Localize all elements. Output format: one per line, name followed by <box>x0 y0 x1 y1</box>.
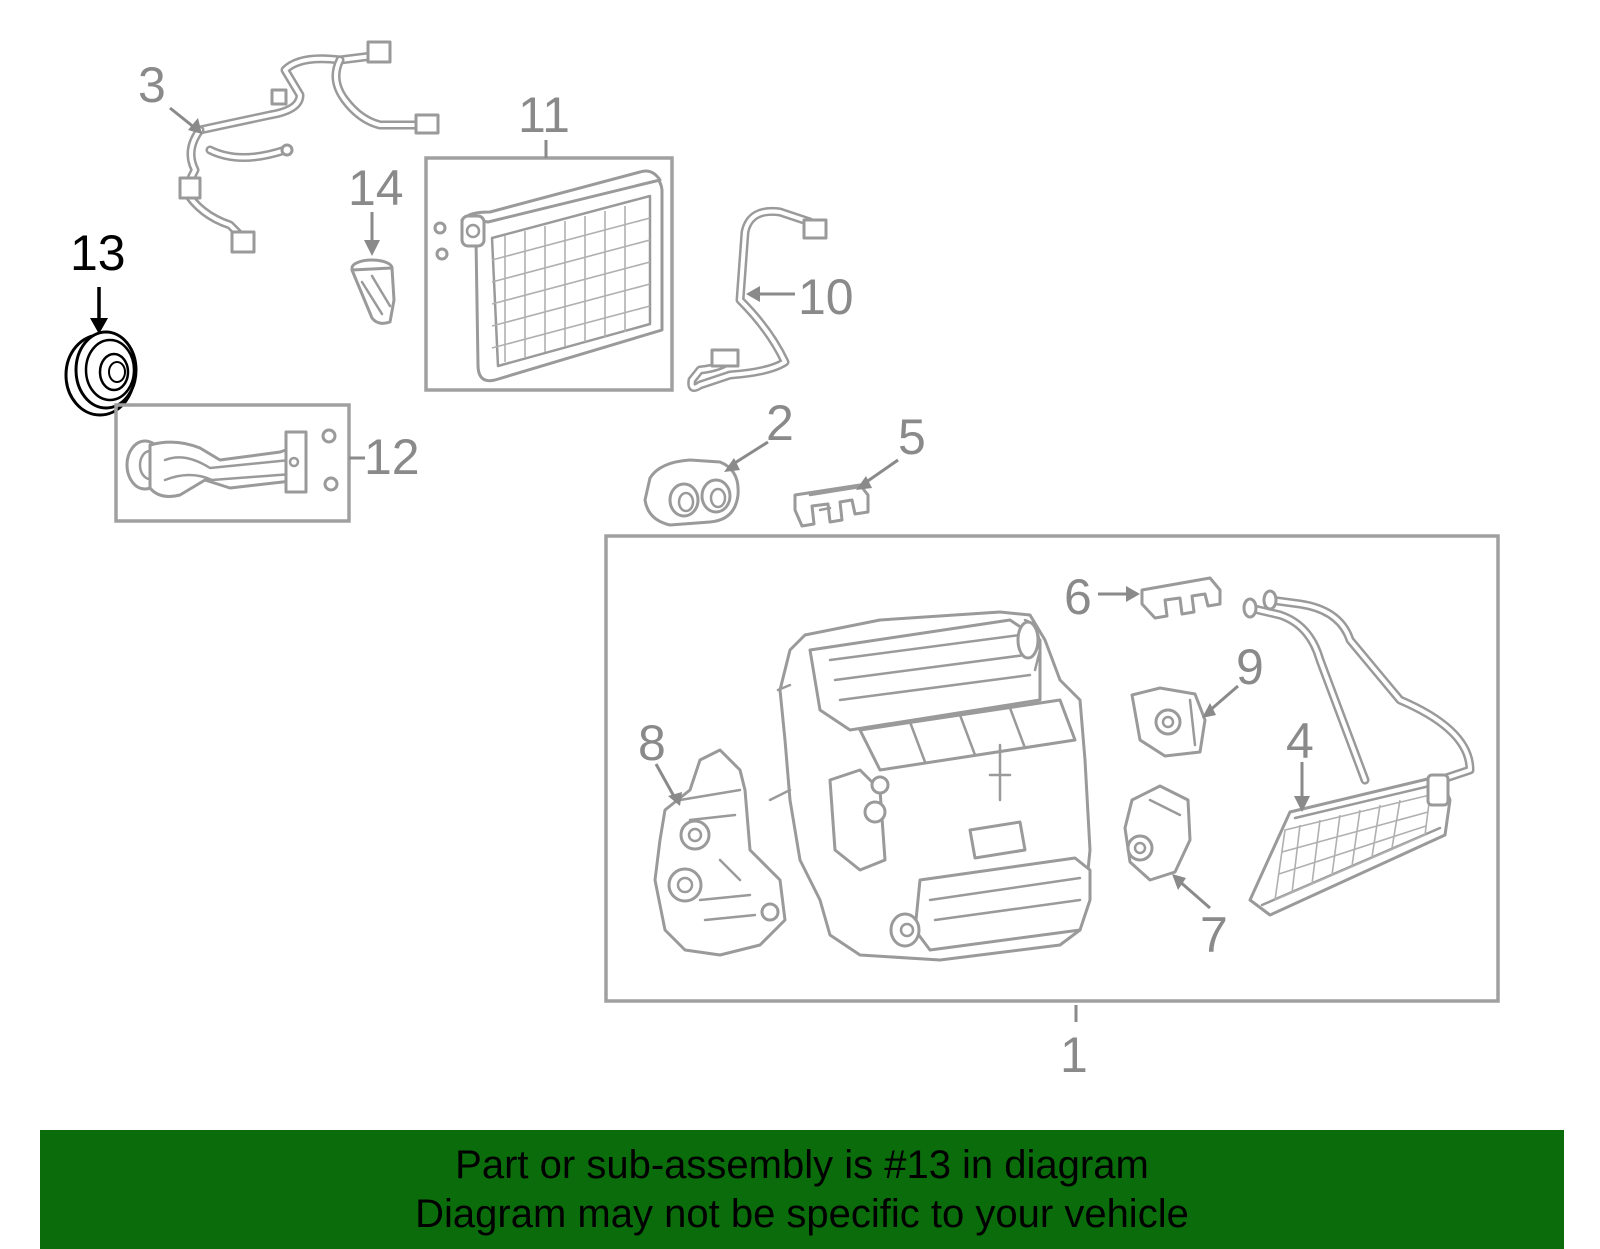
callout-9[interactable]: 9 <box>1236 639 1264 695</box>
arrowhead-13 <box>90 318 108 334</box>
part-10-wire[interactable] <box>687 206 828 393</box>
leader-2 <box>729 440 769 468</box>
callout-13[interactable]: 13 <box>70 225 126 281</box>
callout-11[interactable]: 11 <box>518 87 570 143</box>
part-8-actuator[interactable] <box>653 748 787 957</box>
callout-12[interactable]: 12 <box>364 429 420 485</box>
leader-7 <box>1177 878 1211 910</box>
leader-8 <box>654 763 678 801</box>
callout-3[interactable]: 3 <box>138 57 166 113</box>
part-14-clip[interactable] <box>350 258 396 325</box>
banner-line-2: Diagram may not be specific to your vehi… <box>415 1191 1189 1236</box>
arrowhead-7 <box>1172 874 1186 890</box>
leader-3 <box>169 106 196 130</box>
callout-10[interactable]: 10 <box>798 269 854 325</box>
parts-diagram: 13 3 14 11 <box>64 40 1500 1083</box>
part-4-heater-core[interactable] <box>1242 589 1475 917</box>
callout-5[interactable]: 5 <box>898 409 926 465</box>
arrowhead-8 <box>668 792 682 806</box>
part-2-grommet[interactable] <box>643 458 740 527</box>
part-11-box <box>424 156 674 392</box>
banner-line-1: Part or sub-assembly is #13 in diagram <box>455 1142 1149 1187</box>
callout-7[interactable]: 7 <box>1200 907 1228 963</box>
part-7-servo[interactable] <box>1123 784 1192 882</box>
arrowhead-5 <box>856 476 872 490</box>
arrowhead-6 <box>1126 586 1140 602</box>
arrowhead-10 <box>746 286 760 302</box>
info-banner: Part or sub-assembly is #13 in diagram D… <box>40 1130 1564 1249</box>
part-12-box <box>114 403 351 523</box>
callout-1[interactable]: 1 <box>1060 1027 1088 1083</box>
callout-14[interactable]: 14 <box>348 160 404 216</box>
callout-6[interactable]: 6 <box>1064 569 1092 625</box>
arrowhead-2 <box>724 458 740 472</box>
part-1-box <box>604 534 1500 1003</box>
part-12-tube[interactable] <box>125 428 339 498</box>
arrowhead-14 <box>364 240 380 256</box>
arrowhead-3 <box>188 118 202 134</box>
leader-9 <box>1207 684 1239 714</box>
part-6-bracket[interactable] <box>1140 576 1222 620</box>
callout-4[interactable]: 4 <box>1286 713 1314 769</box>
part-5-bracket[interactable] <box>793 483 870 528</box>
part-9-servo[interactable] <box>1130 686 1207 758</box>
part-11-evaporator[interactable] <box>433 169 664 383</box>
callout-2[interactable]: 2 <box>766 395 794 451</box>
callout-8[interactable]: 8 <box>638 715 666 771</box>
arrowhead-4 <box>1294 796 1310 812</box>
arrowhead-9 <box>1202 703 1216 718</box>
part-3-wire-harness[interactable] <box>178 40 440 254</box>
part-13-grommet[interactable] <box>64 330 138 417</box>
part-1-heater-case[interactable] <box>768 610 1092 962</box>
